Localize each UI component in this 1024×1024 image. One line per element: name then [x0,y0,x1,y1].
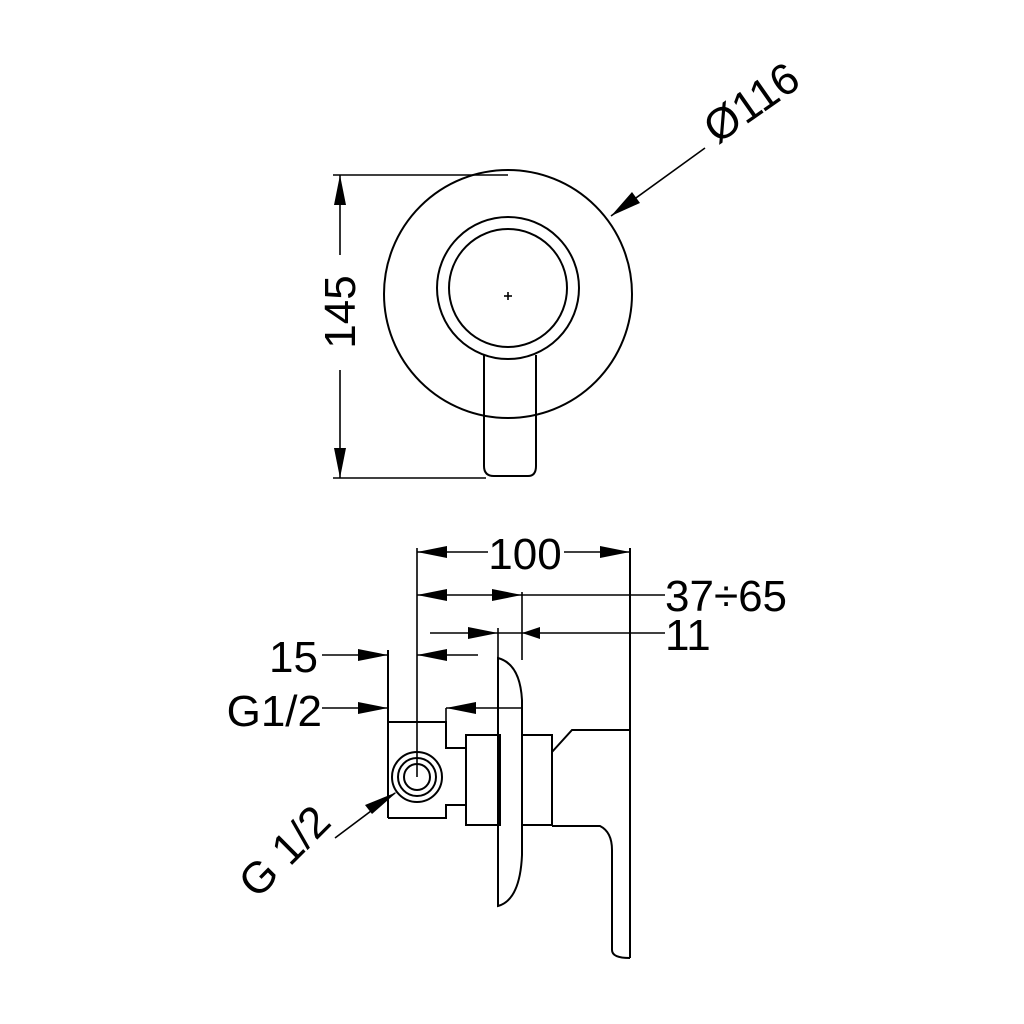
dim-g12-upper: G1/2 [227,687,522,736]
dim-11-label: 11 [665,611,711,660]
dim-37-65-label: 37÷65 [665,572,787,621]
arrow-g12-right [446,702,476,714]
arrowhead-bottom [334,448,346,478]
arrow-15-left [358,649,388,661]
dim-g12-lower: G 1/2 [229,792,397,907]
arrow-11-right [522,627,540,639]
dim-37-65: 37÷65 [417,572,787,660]
dim-g12-lower-label: G 1/2 [229,796,340,907]
dim-145-label: 145 [316,275,365,348]
arrow-100-left [417,546,447,558]
dim-diameter-label: Ø116 [695,53,809,153]
valve-spindle [521,734,553,826]
valve-body [465,734,501,826]
arrow-15-right [417,649,447,661]
handle-hub-outer [436,216,580,360]
dim-11: 11 [430,611,711,660]
arrow-100-right [600,546,630,558]
lever-handle [483,355,537,477]
dim-100-label: 100 [488,530,561,579]
leader-arrowhead [611,192,640,216]
arrow-g12-left [358,702,388,714]
dim-g12-upper-label: G1/2 [227,687,322,736]
arrow-g12-lower [365,792,397,814]
dim-100: 100 [416,530,631,777]
dim-15-label: 15 [269,633,318,682]
arrow-37-left [417,589,447,601]
arrow-37-right [492,589,522,601]
height-dimension: 145 [316,174,508,479]
arrow-11-left [468,627,498,639]
handle-hub-inner [448,228,568,348]
escutcheon-profile [497,656,523,908]
dim-15: 15 [269,633,478,682]
diameter-leader: Ø116 [610,53,809,217]
front-view [383,169,633,477]
side-view [387,548,631,959]
arrowhead-top [334,175,346,205]
lever-side-profile [551,729,631,959]
escutcheon-outer [383,169,633,419]
inlet-housing [388,721,467,819]
